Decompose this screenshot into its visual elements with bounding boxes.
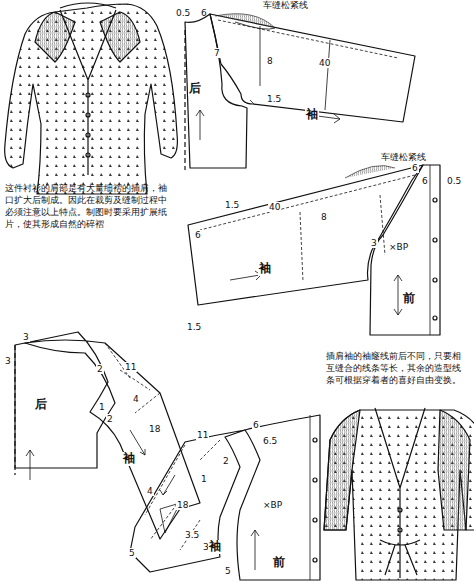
dimension-label: 6	[201, 8, 207, 18]
dimension-label: 8	[320, 212, 328, 222]
blouse-sketch	[324, 410, 474, 580]
dimension-label: ×BP	[262, 500, 283, 510]
dimension-label: 40	[268, 202, 281, 212]
dimension-label: 6	[252, 420, 260, 430]
dimension-label: 袖	[208, 540, 222, 554]
dimension-label: 18	[148, 424, 161, 434]
dimension-label: 8	[266, 56, 274, 66]
dimension-label: 18	[176, 500, 189, 510]
dimension-label: 后	[188, 82, 202, 96]
dimension-label: 车缝松紧线	[262, 0, 309, 10]
dimension-label: 前	[272, 556, 286, 570]
dimension-label: 4	[146, 486, 154, 496]
dimension-label: 2	[222, 456, 230, 466]
dimension-label: 3	[370, 238, 378, 248]
dimension-label: 1	[98, 402, 106, 412]
dimension-label: 0.5	[446, 176, 462, 186]
dimension-label: 车缝松紧线	[380, 152, 427, 162]
dimension-label: 袖	[305, 108, 319, 122]
dimension-label: 1	[200, 474, 208, 484]
dimension-label: 6	[411, 163, 419, 173]
dimension-label: 前	[402, 292, 416, 306]
front-pattern	[370, 165, 440, 335]
dimension-label: 0.5	[176, 8, 190, 18]
dimension-label: 6	[194, 230, 202, 240]
dimension-label: 袖	[122, 452, 136, 466]
dimension-label: 5	[128, 548, 136, 558]
dimension-label: 7	[213, 48, 221, 58]
dimension-label: 11	[124, 362, 137, 372]
dimension-label: 3.5	[184, 530, 200, 540]
dimension-label: 3	[22, 332, 30, 342]
front-pattern	[237, 415, 320, 580]
dimension-label: 1.5	[266, 94, 282, 104]
note-text: 插肩袖的袖窿线前后不同，只要相互缝合的线条等长，其余的造型线条可根据穿着者的喜好…	[326, 350, 468, 386]
dimension-label: 后	[34, 398, 48, 412]
dimension-label: 袖	[258, 262, 272, 276]
dimension-label: ×BP	[388, 242, 409, 252]
dimension-label: 2	[106, 414, 114, 424]
note-text: 这件衬衫的肩部是有大量细褶的插肩，袖口扩大后制成。因此在裁剪及缝制过程中必须注意…	[5, 182, 170, 231]
dimension-label: 6	[421, 176, 429, 186]
blouse-sketch	[5, 4, 178, 194]
back-pattern	[185, 14, 247, 168]
dimension-label: 2	[96, 364, 104, 374]
dimension-label: 40	[318, 58, 331, 68]
dimension-label: 6.5	[262, 436, 278, 446]
dimension-label: 3	[4, 356, 12, 366]
dimension-label: 1.5	[224, 200, 240, 210]
dimension-label: 5	[224, 566, 232, 576]
dimension-label: 1.5	[186, 322, 202, 332]
dimension-label: 11	[196, 430, 209, 440]
dimension-label: 4	[132, 394, 140, 404]
